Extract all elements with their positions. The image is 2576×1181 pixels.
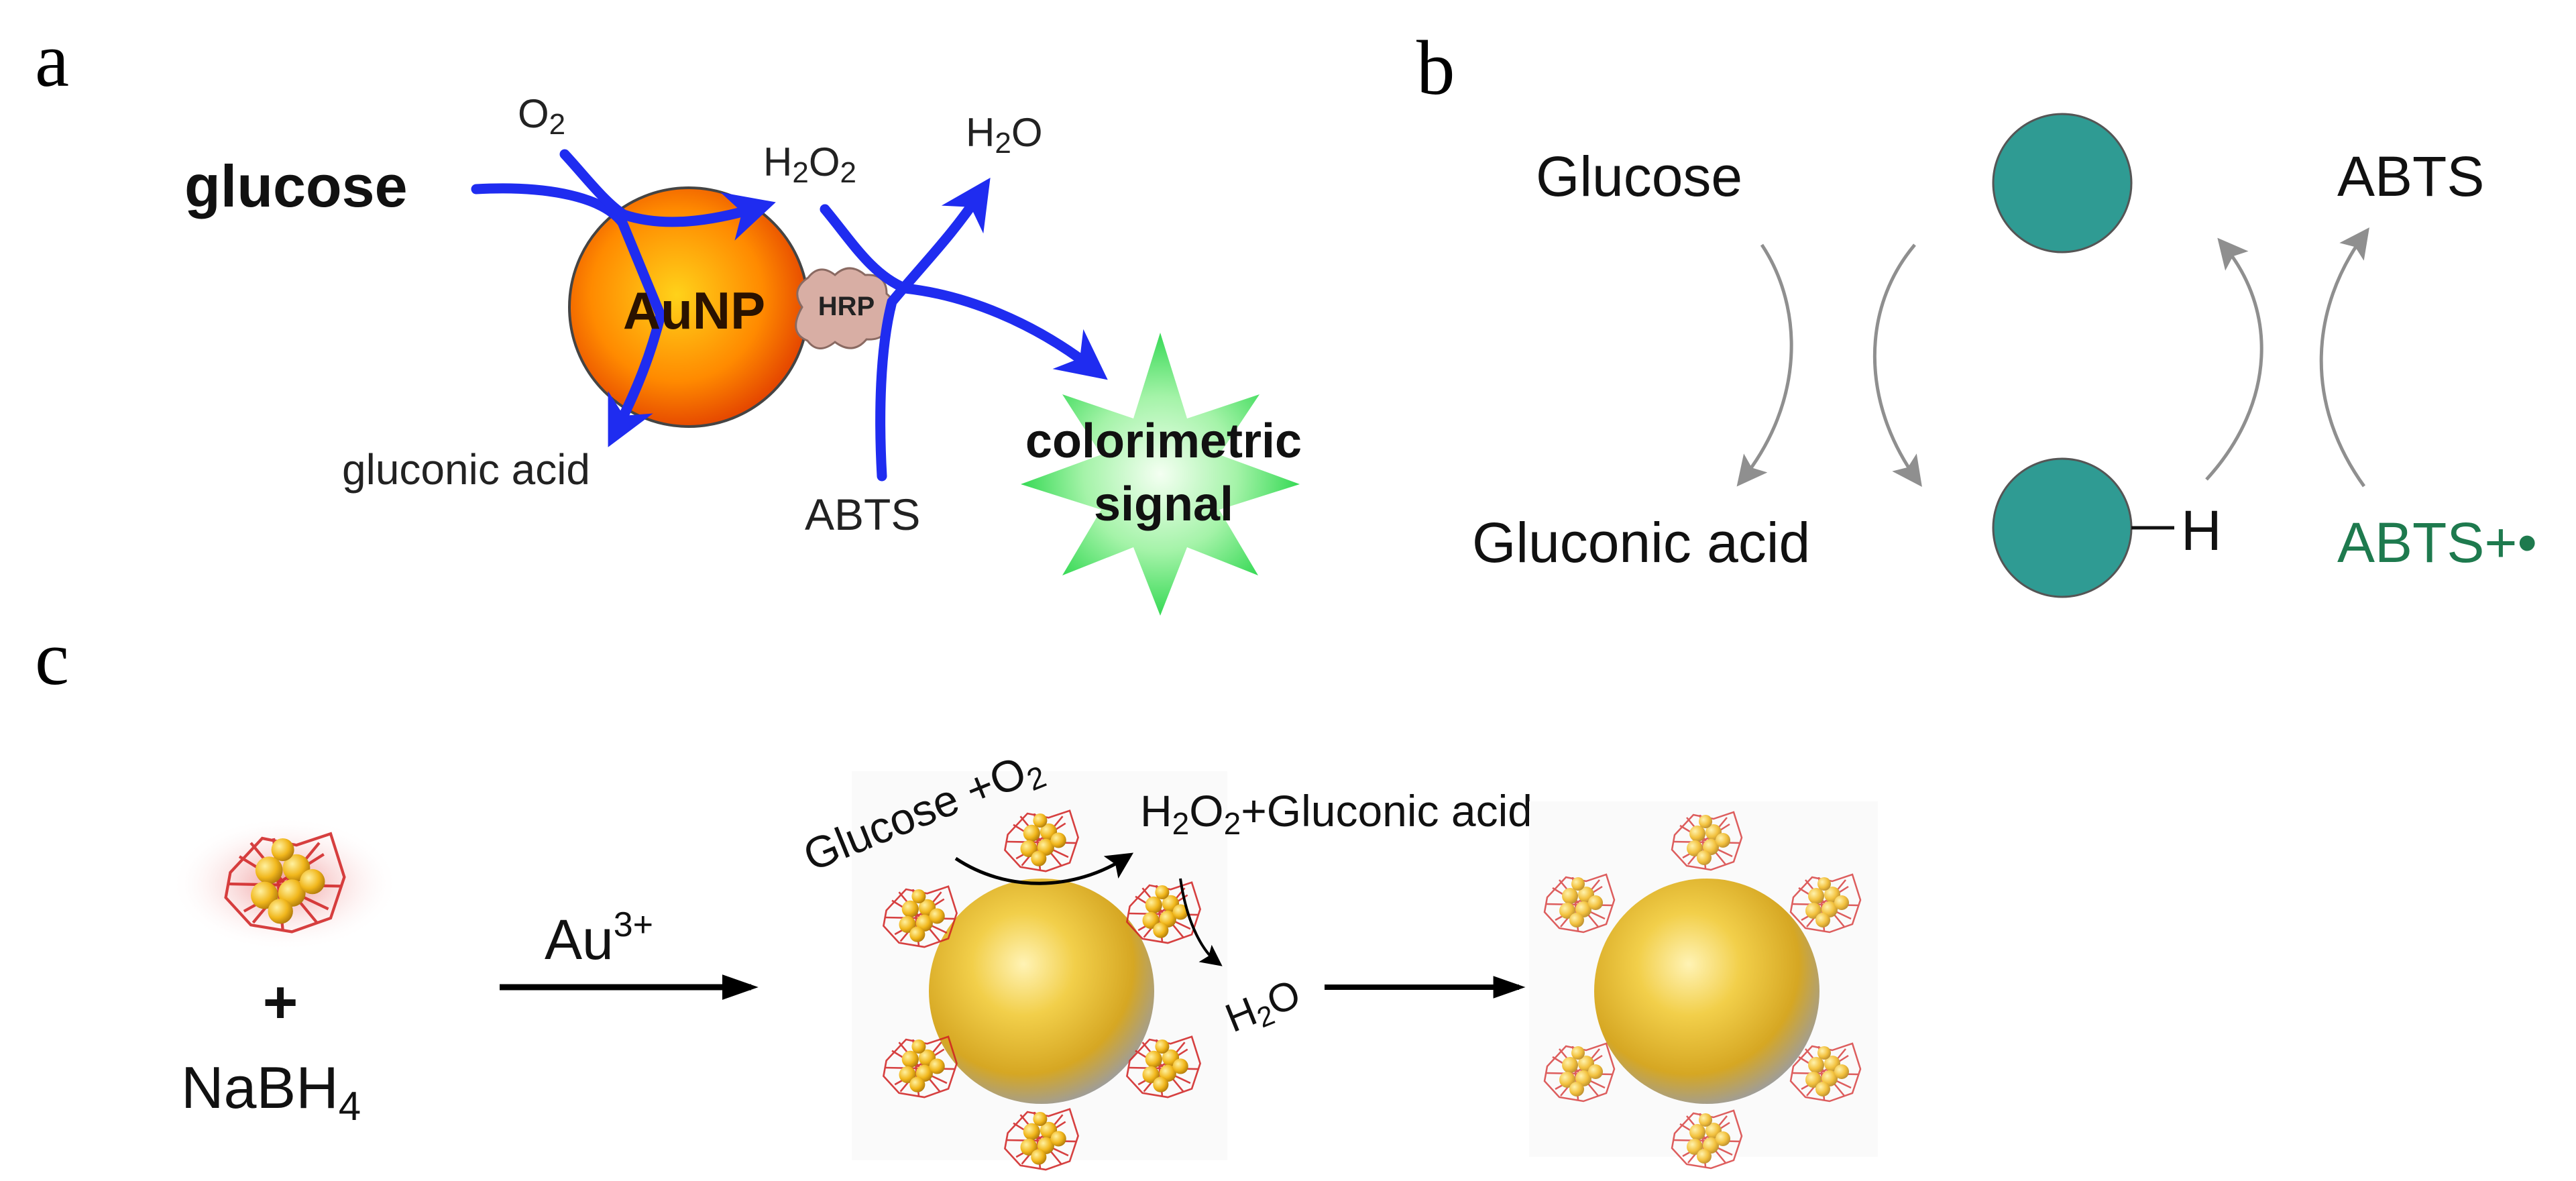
plus-sign: + — [263, 969, 298, 1036]
glucose-arrow — [471, 183, 666, 321]
abts-label-b: ABTS — [2337, 145, 2484, 208]
o2-label: O2 — [518, 91, 565, 141]
catalyst-regeneration-arrow — [2205, 237, 2263, 481]
nabh4-label: NaBH4 — [181, 1054, 361, 1129]
gold-nanoparticle-active — [929, 879, 1154, 1104]
hrp-label: HRP — [818, 292, 875, 321]
panel-c: c + NaBH4 Au3+ Glucose +O2 H2O2+Gluconic… — [35, 616, 1878, 1171]
gluconic-acid-label: gluconic acid — [342, 445, 590, 494]
signal-label-line1: colorimetric — [1025, 414, 1302, 468]
glucose-label-b: Glucose — [1536, 145, 1742, 208]
h2o-label: H2O — [966, 110, 1043, 160]
signal-label-line2: signal — [1094, 477, 1233, 531]
glucose-curve-arrow — [954, 852, 1134, 885]
h2o2-gluconic-label: H2O2+Gluconic acid — [1140, 786, 1532, 841]
panel-a-letter: a — [35, 17, 69, 103]
panel-c-letter: c — [35, 616, 69, 701]
abts-radical-label: ABTS+• — [2337, 511, 2537, 574]
catalyst-disk-top — [1992, 113, 2133, 254]
o2-to-h2o2-arrow — [559, 149, 776, 241]
gluconic-acid-label-b: Gluconic acid — [1472, 511, 1810, 574]
abts-label-a: ABTS — [805, 490, 920, 539]
h2o-label-c: H2O — [1219, 970, 1308, 1044]
panel-b: b Glucose Gluconic acid ABTS ABTS+• H — [1416, 25, 2537, 598]
catalyst-disk-bottom — [1992, 457, 2133, 598]
h2o-curve-arrow — [1179, 878, 1223, 966]
glucose-label: glucose — [184, 153, 408, 219]
catalyst-reduction-arrow — [1872, 243, 1922, 487]
abts-oxidation-arrow — [2319, 227, 2369, 488]
panel-a: a HRP AuNP glucose O2 H2O2 H2O gluconic … — [35, 17, 1302, 616]
gluconic-acid-arrow — [608, 310, 666, 447]
hydrogen-label: H — [2181, 499, 2222, 562]
h2o2-label: H2O2 — [763, 139, 856, 189]
abts-arrow — [875, 178, 991, 482]
aunp-label: AuNP — [623, 281, 765, 340]
au3-label: Au3+ — [545, 905, 653, 971]
glucose-oxidation-arrow — [1736, 243, 1793, 487]
signal-star — [1021, 333, 1300, 616]
h2o2-to-signal-arrow — [820, 204, 1108, 380]
gold-nanoparticle-final — [1594, 879, 1819, 1104]
panel-b-letter: b — [1416, 25, 1455, 111]
